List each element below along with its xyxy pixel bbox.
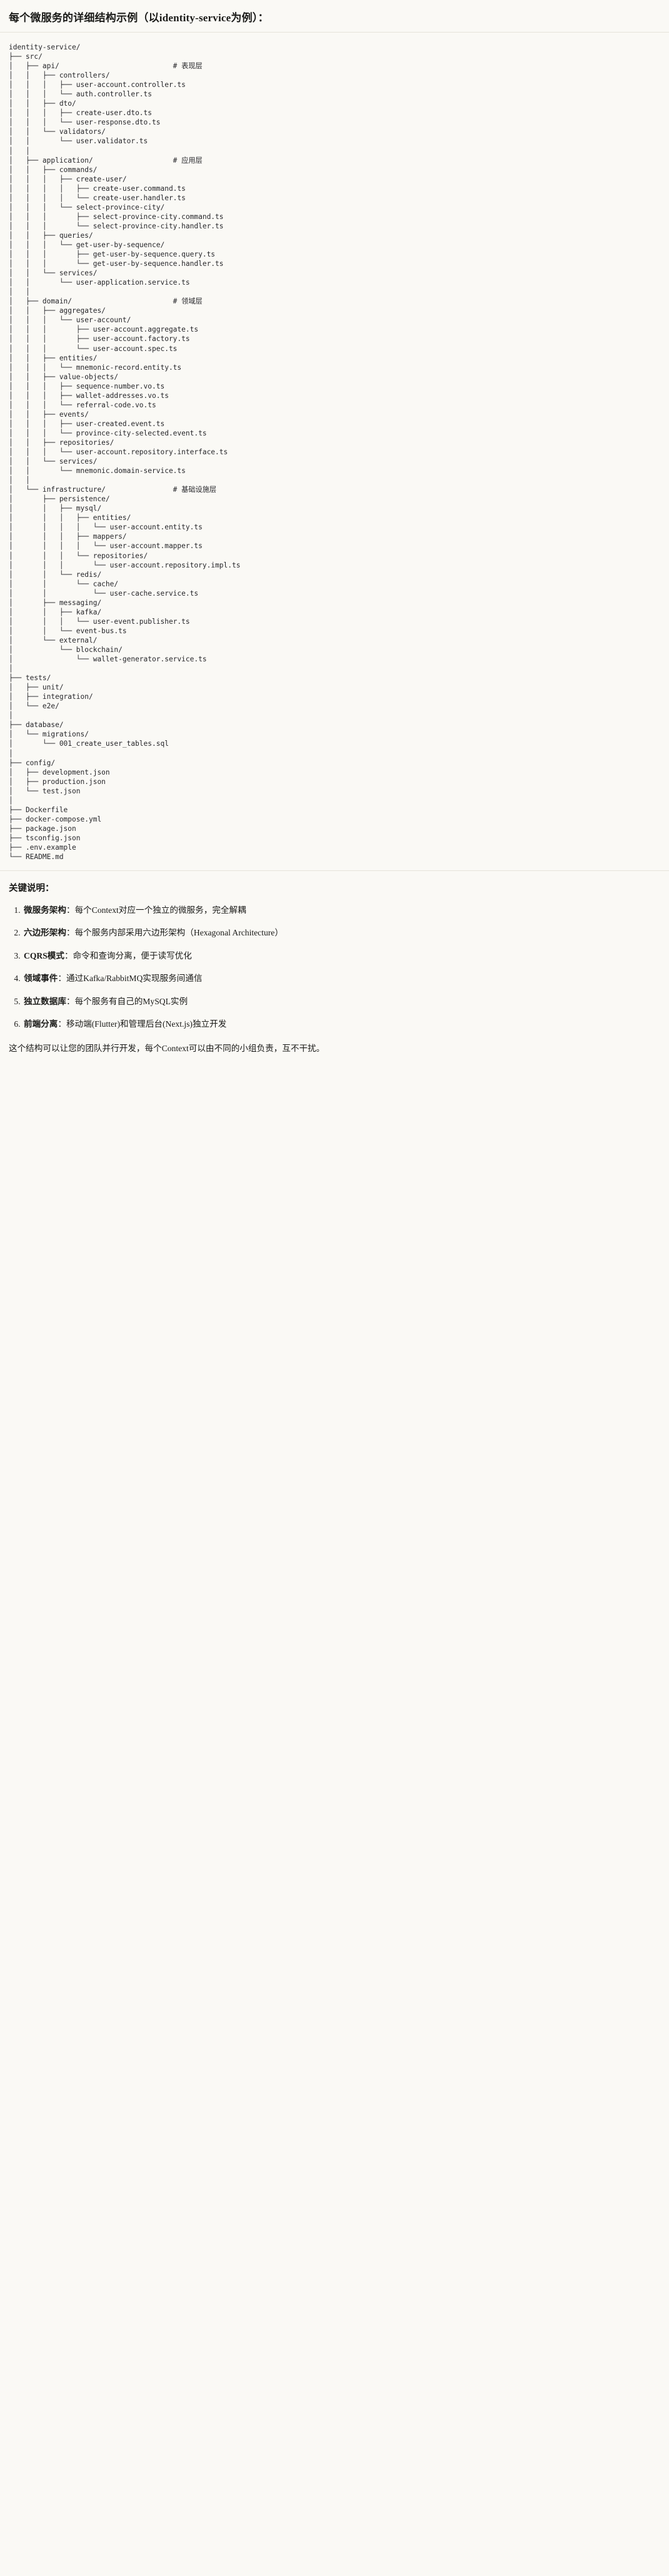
key-note-description: 每个服务内部采用六边形架构（Hexagonal Architecture）: [74, 928, 283, 938]
key-note-description: 每个Context对应一个独立的微服务，完全解耦: [74, 905, 246, 915]
page-title: 每个微服务的详细结构示例（以identity-service为例）：: [9, 12, 269, 24]
key-note-description: 命令和查询分离，便于读写优化: [73, 950, 192, 960]
key-note-term: 微服务架构: [24, 905, 66, 915]
key-note-term: 前端分离: [24, 1019, 58, 1029]
page-root: 每个微服务的详细结构示例（以identity-service为例）： ident…: [0, 0, 669, 1062]
key-note-description: 移动端(Flutter)和管理后台(Next.js)独立开发: [66, 1019, 227, 1029]
key-note-item: CQRS模式：命令和查询分离，便于读写优化: [23, 950, 660, 962]
key-note-item: 独立数据库：每个服务有自己的MySQL实例: [23, 995, 660, 1008]
key-notes-list: 微服务架构：每个Context对应一个独立的微服务，完全解耦六边形架构：每个服务…: [9, 904, 660, 1031]
section-divider: [0, 870, 669, 872]
key-notes-section: 关键说明： 微服务架构：每个Context对应一个独立的微服务，完全解耦六边形架…: [0, 871, 669, 1062]
key-note-term: 六边形架构: [24, 928, 66, 938]
key-note-item: 前端分离：移动端(Flutter)和管理后台(Next.js)独立开发: [23, 1018, 660, 1031]
key-note-separator: ：: [58, 974, 66, 984]
key-note-term: 独立数据库: [24, 996, 66, 1006]
key-note-separator: ：: [66, 996, 75, 1006]
closing-paragraph: 这个结构可以让您的团队并行开发，每个Context可以由不同的小组负责，互不干扰…: [9, 1044, 325, 1054]
key-note-separator: ：: [58, 1019, 66, 1029]
key-note-term: 领域事件: [24, 974, 58, 984]
title-bar: 每个微服务的详细结构示例（以identity-service为例）：: [0, 0, 669, 33]
key-note-separator: ：: [66, 928, 75, 938]
key-note-description: 每个服务有自己的MySQL实例: [74, 996, 188, 1006]
key-note-separator: ：: [66, 905, 75, 915]
directory-tree-block: identity-service/ ├── src/ │ ├── api/ # …: [0, 33, 669, 871]
key-note-description: 通过Kafka/RabbitMQ实现服务间通信: [66, 974, 203, 984]
key-note-item: 微服务架构：每个Context对应一个独立的微服务，完全解耦: [23, 904, 660, 917]
key-note-term: CQRS模式: [24, 950, 64, 960]
directory-tree: identity-service/ ├── src/ │ ├── api/ # …: [9, 43, 241, 862]
key-notes-heading: 关键说明：: [9, 883, 54, 894]
key-note-separator: ：: [64, 950, 73, 960]
key-note-item: 领域事件：通过Kafka/RabbitMQ实现服务间通信: [23, 972, 660, 985]
key-note-item: 六边形架构：每个服务内部采用六边形架构（Hexagonal Architectu…: [23, 927, 660, 939]
